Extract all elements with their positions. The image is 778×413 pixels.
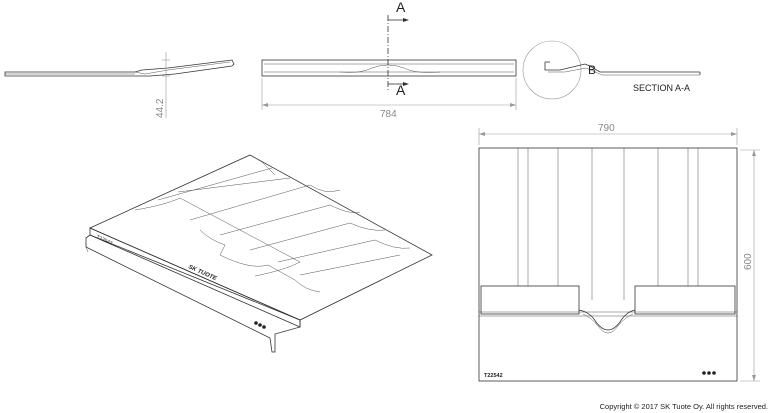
top-part-number: T22542 bbox=[484, 373, 503, 379]
top-width-dimension: 790 bbox=[598, 123, 615, 134]
section-caption: SECTION A-A bbox=[633, 83, 690, 93]
top-view: 790 600 T22542 bbox=[478, 123, 760, 382]
section-view: B SECTION A-A bbox=[522, 40, 701, 100]
isometric-view: T22542 SK TUOTE bbox=[85, 154, 433, 353]
iso-part-number: T22542 bbox=[95, 234, 113, 246]
section-label-bottom: A bbox=[396, 82, 406, 98]
top-height-dimension: 600 bbox=[743, 253, 754, 270]
side-height-dimension: 44.2 bbox=[155, 98, 166, 118]
copyright-notice: Copyright © 2017 SK Tuote Oy. All rights… bbox=[599, 402, 768, 411]
front-width-dimension: 784 bbox=[380, 109, 397, 120]
section-label-top: A bbox=[396, 0, 406, 15]
side-view: 44.2 bbox=[4, 52, 235, 118]
front-view: A A 784 bbox=[261, 0, 517, 120]
detail-label-b: B bbox=[588, 63, 596, 77]
